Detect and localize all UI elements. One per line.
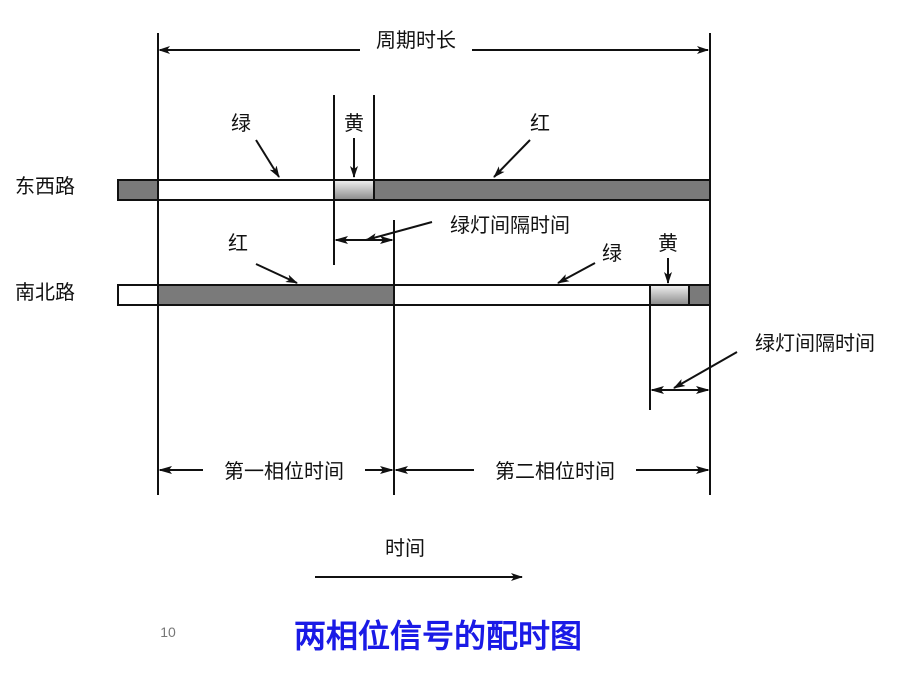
intergreen-2-arrow (673, 351, 738, 389)
page-number: 10 (160, 624, 176, 640)
ns-green-arrow (557, 262, 596, 284)
ns-red-label: 红 (228, 231, 248, 255)
ns-red-segment-end (688, 284, 711, 306)
ew-red-label: 红 (530, 111, 550, 135)
ew-red-segment (373, 179, 711, 201)
intergreen-label-2: 绿灯间隔时间 (755, 331, 875, 355)
phase-1-label: 第一相位时间 (224, 459, 344, 483)
ew-yellow-label: 黄 (344, 111, 364, 135)
road-label-east-west: 东西路 (15, 174, 75, 198)
ew-red-arrow (493, 139, 531, 178)
slide-title: 两相位信号的配时图 (294, 617, 582, 655)
cycle-label: 周期时长 (376, 28, 456, 52)
ew-green-segment (157, 179, 335, 201)
time-axis-label: 时间 (385, 536, 425, 560)
intergreen-1-arrow (365, 221, 433, 241)
ns-yellow-label: 黄 (658, 231, 678, 255)
ns-green-segment (393, 284, 651, 306)
ew-yellow-segment (333, 179, 375, 201)
ns-green-segment-start (117, 284, 159, 306)
ew-green-arrow (255, 139, 280, 178)
ns-yellow-segment (649, 284, 690, 306)
ns-red-segment (157, 284, 395, 306)
cycle-arrow-left-head (158, 46, 170, 54)
ew-red-segment-start (117, 179, 159, 201)
ns-red-arrow (255, 263, 298, 284)
ew-green-label: 绿 (231, 111, 251, 135)
road-label-north-south: 南北路 (15, 280, 75, 304)
phase-2-label: 第二相位时间 (495, 459, 615, 483)
ns-green-label: 绿 (602, 241, 622, 265)
intergreen-label-1: 绿灯间隔时间 (450, 213, 570, 237)
